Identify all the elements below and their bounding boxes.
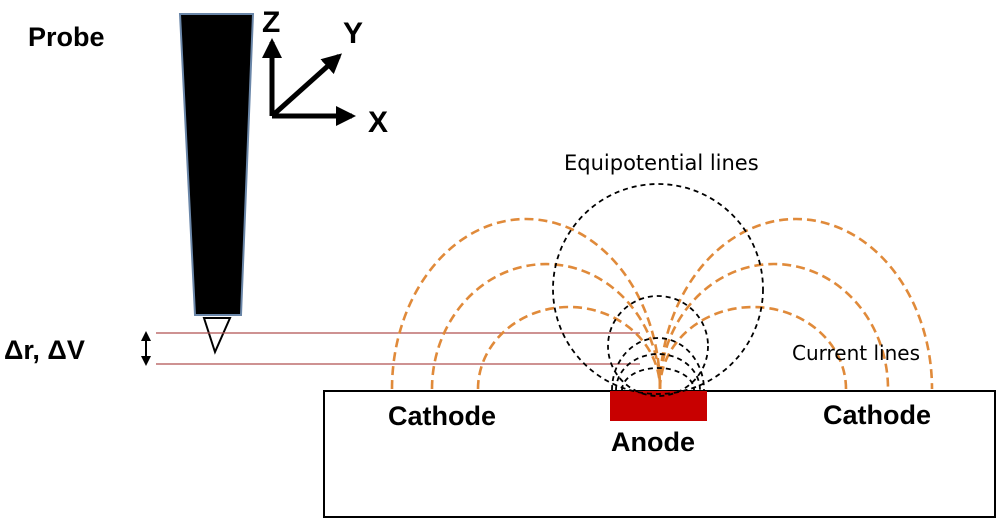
equipotential-line (621, 367, 695, 391)
equipotential-line (552, 183, 764, 395)
probe-body (178, 13, 255, 316)
probe (178, 13, 255, 355)
axis-x-label: X (368, 106, 388, 139)
cathode-left-label: Cathode (388, 401, 496, 431)
anode-label: Anode (611, 427, 695, 457)
axis-z-label: Z (262, 6, 280, 39)
xyz-axes-icon (262, 38, 356, 126)
equipotential-label: Equipotential lines (564, 151, 759, 175)
equipotential-line (611, 337, 705, 391)
current-label: Current lines (792, 341, 920, 365)
current-line (390, 217, 662, 390)
axis-y-label: Y (343, 17, 363, 50)
probe-label: Probe (28, 22, 105, 52)
equipotential-line (607, 295, 709, 397)
current-line (658, 262, 890, 390)
anode-block (610, 391, 707, 421)
cathode-right-label: Cathode (823, 400, 931, 430)
current-line (430, 262, 662, 390)
equipotential-lines (552, 183, 764, 397)
current-line (476, 305, 662, 390)
current-line (658, 217, 934, 390)
delta-label: Δr, ΔV (4, 335, 85, 365)
current-lines (390, 217, 934, 390)
probe-tip (202, 317, 232, 355)
